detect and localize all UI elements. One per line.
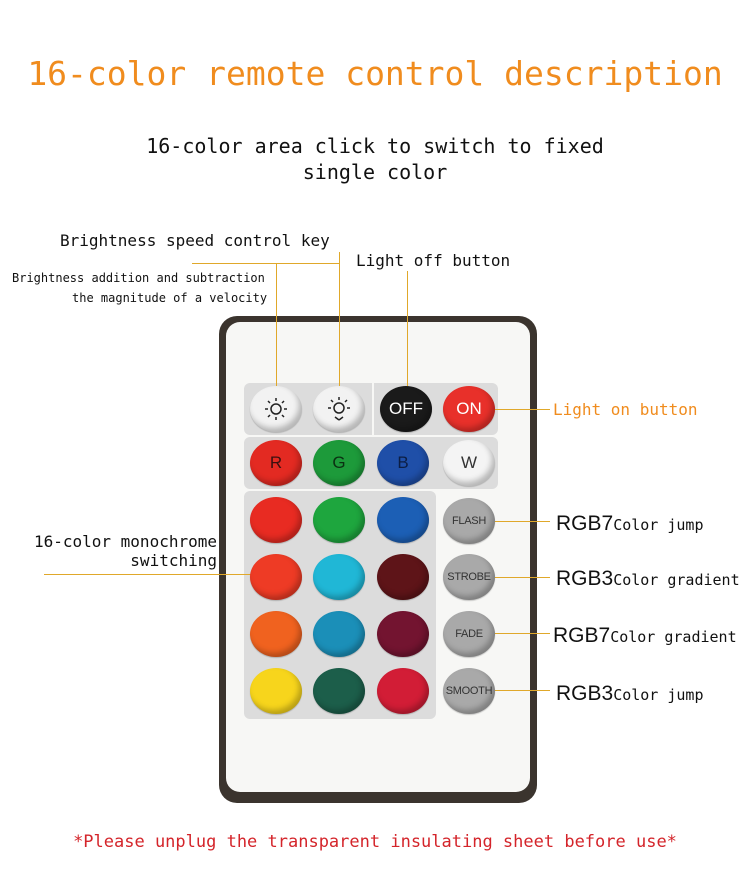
smooth-button[interactable]: SMOOTH	[443, 668, 495, 714]
green-button[interactable]: G	[313, 440, 365, 486]
off-button-label: OFF	[389, 399, 423, 418]
white-button[interactable]: W	[443, 440, 495, 486]
brightness-up-button[interactable]	[313, 386, 365, 432]
color-button[interactable]	[313, 668, 365, 714]
footer-warning: *Please unplug the transparent insulatin…	[73, 832, 677, 852]
brightness-note-1: Brightness addition and subtraction	[12, 271, 265, 285]
strobe-button-label: STROBE	[447, 571, 491, 583]
off-button[interactable]: OFF	[380, 386, 432, 432]
mode-label-fade: RGB7Color gradient	[553, 624, 737, 648]
callout-line-flash	[490, 521, 550, 522]
fade-button-label: FADE	[455, 628, 483, 640]
callout-line-smooth	[490, 690, 550, 691]
smooth-button-label: SMOOTH	[445, 685, 493, 697]
brightness-speed-label: Brightness speed control key	[60, 231, 330, 250]
color-button[interactable]	[377, 554, 429, 600]
mode-suffix: Color gradient	[613, 571, 740, 589]
mode-prefix: RGB3	[556, 682, 614, 705]
light-on-label: Light on button	[553, 400, 698, 419]
color-button[interactable]	[250, 611, 302, 657]
flash-button[interactable]: FLASH	[443, 498, 495, 544]
callout-line-brightness-up	[339, 252, 340, 403]
mode-prefix: RGB7	[556, 512, 614, 535]
strobe-button[interactable]: STROBE	[443, 554, 495, 600]
light-off-label: Light off button	[356, 251, 511, 270]
mono-label-line-1: 16-color monochrome	[33, 532, 217, 551]
color-button[interactable]	[377, 668, 429, 714]
green-button-label: G	[332, 453, 346, 472]
blue-button-label: B	[397, 453, 409, 472]
brightness-note-2: the magnitude of a velocity	[72, 291, 268, 305]
mode-suffix: Color gradient	[610, 628, 737, 646]
page-title: 16-color remote control description	[27, 54, 723, 93]
callout-line-brightness-down	[276, 263, 277, 403]
subtitle: 16-color area click to switch to fixed s…	[0, 133, 750, 185]
on-button[interactable]: ON	[443, 386, 495, 432]
subtitle-line-1: 16-color area click to switch to fixed	[146, 134, 604, 158]
mode-label-smooth: RGB3Color jump	[556, 682, 704, 706]
color-button[interactable]	[377, 611, 429, 657]
brightness-down-button[interactable]	[250, 386, 302, 432]
red-button[interactable]: R	[250, 440, 302, 486]
white-button-label: W	[460, 453, 478, 472]
color-button[interactable]	[313, 554, 365, 600]
mode-suffix: Color jump	[613, 686, 704, 704]
color-button[interactable]	[250, 497, 302, 543]
subtitle-line-2: single color	[302, 160, 448, 184]
flash-button-label: FLASH	[452, 515, 486, 527]
callout-line-mono	[44, 574, 276, 575]
color-button[interactable]	[313, 497, 365, 543]
color-button[interactable]	[313, 611, 365, 657]
mode-prefix: RGB7	[553, 624, 611, 647]
brightness-down-icon	[265, 398, 287, 420]
blue-button[interactable]: B	[377, 440, 429, 486]
brightness-up-icon	[328, 397, 350, 421]
mono-label-line-2: switching	[130, 551, 217, 570]
red-button-label: R	[269, 453, 283, 472]
callout-line-on	[484, 409, 550, 410]
mode-suffix: Color jump	[613, 516, 704, 534]
mode-label-strobe: RGB3Color gradient	[556, 567, 740, 591]
fade-button[interactable]: FADE	[443, 611, 495, 657]
callout-line-fade	[490, 633, 550, 634]
mono-label: 16-color monochrome switching	[7, 532, 217, 570]
mode-label-flash: RGB7Color jump	[556, 512, 704, 536]
callout-line-off	[407, 271, 408, 402]
on-button-label: ON	[456, 399, 482, 418]
callout-line-strobe	[490, 577, 550, 578]
color-button[interactable]	[250, 668, 302, 714]
mode-prefix: RGB3	[556, 567, 614, 590]
color-button[interactable]	[250, 554, 302, 600]
callout-line-brightness	[192, 263, 340, 264]
color-button[interactable]	[377, 497, 429, 543]
